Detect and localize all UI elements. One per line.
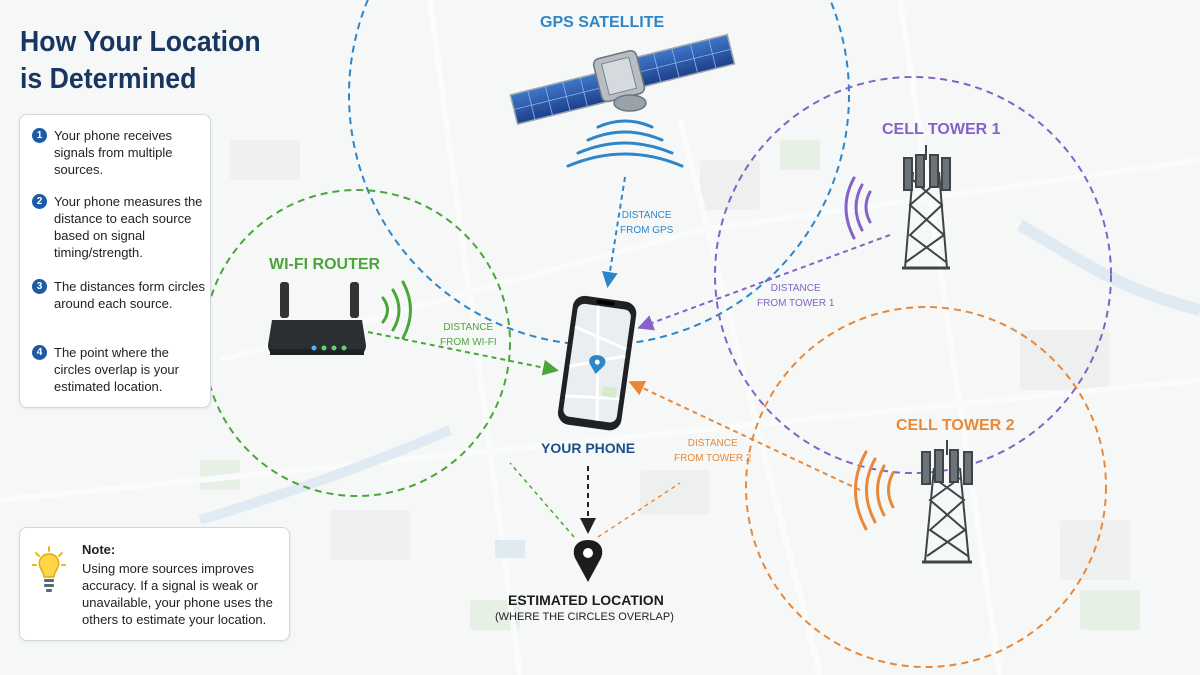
distance-from-wifi-label: DISTANCE FROM WI-FI (440, 322, 497, 348)
note-text: Using more sources improves accuracy. If… (82, 561, 273, 627)
steps-panel: 1 Your phone receives signals from multi… (19, 114, 211, 408)
step-number-badge: 2 (32, 194, 47, 209)
cell-tower-1-icon (902, 145, 951, 270)
wifi-router-icon (268, 282, 366, 355)
location-pin-icon (573, 540, 603, 582)
step-number-badge: 4 (32, 345, 47, 360)
step-text: Your phone receives signals from multipl… (54, 128, 173, 177)
phone-icon (557, 295, 637, 431)
gps-satellite-label: GPS SATELLITE (540, 14, 665, 31)
page-title: How Your Location is Determined (20, 26, 261, 95)
estimated-location-label: ESTIMATED LOCATION (508, 592, 664, 608)
gps-satellite-icon (509, 33, 736, 125)
note-title: Note: (82, 542, 116, 557)
cell-tower-2-icon (921, 440, 973, 564)
wifi-signal-waves (381, 280, 412, 340)
gps-signal-waves (566, 119, 684, 168)
tower-1-signal-waves (844, 176, 872, 240)
distance-from-tower-1-label: DISTANCE FROM TOWER 1 (757, 283, 835, 309)
lightbulb-icon (32, 546, 66, 592)
phone-label: YOUR PHONE (541, 440, 636, 456)
distance-from-gps-label: DISTANCE FROM GPS (620, 210, 674, 236)
cell-tower-2-label: CELL TOWER 2 (896, 417, 1015, 434)
step-text: The point where the circles overlap is y… (54, 345, 179, 394)
estimated-location-sublabel: (WHERE THE CIRCLES OVERLAP) (495, 611, 674, 623)
step-number-badge: 1 (32, 128, 47, 143)
wifi-router-label: WI-FI ROUTER (269, 256, 381, 273)
cell-tower-1-label: CELL TOWER 1 (882, 121, 1001, 138)
step-text: The distances form circles around each s… (54, 279, 205, 311)
distance-from-tower-2-label: DISTANCE FROM TOWER 2 (674, 438, 752, 464)
note-panel: Note: Using more sources improves accura… (19, 527, 290, 641)
step-number-badge: 3 (32, 279, 47, 294)
tower-2-signal-waves (854, 450, 895, 531)
step-text: Your phone measures the distance to each… (54, 194, 203, 260)
